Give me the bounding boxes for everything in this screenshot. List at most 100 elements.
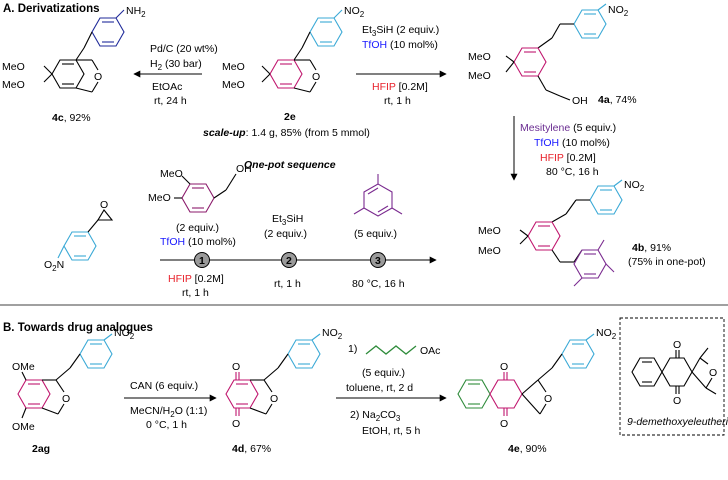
compound-4b-structure — [519, 179, 623, 287]
arrow-to-4c-conditions: Pd/C (20 wt%) H2 (30 bar) EtOAc rt, 24 h — [150, 43, 218, 107]
svg-text:MeO: MeO — [2, 79, 25, 91]
natural-product-box — [619, 317, 725, 436]
svg-text:NO2: NO2 — [114, 327, 135, 341]
svg-text:MeO: MeO — [160, 168, 183, 180]
svg-text:O: O — [232, 361, 240, 373]
compound-4b-label: 4b, 91% — [632, 242, 671, 254]
svg-text:NH2: NH2 — [126, 5, 146, 19]
svg-text:MeO: MeO — [478, 225, 501, 237]
svg-text:MeO: MeO — [222, 61, 245, 73]
svg-text:EtOH, rt, 5 h: EtOH, rt, 5 h — [362, 425, 421, 437]
reagent1-atom-labels: MeO MeO OH — [148, 163, 252, 204]
svg-text:2: 2 — [286, 255, 292, 267]
svg-text:EtOAc: EtOAc — [152, 81, 182, 93]
natural-product-structure — [631, 347, 717, 395]
svg-text:TfOH (10 mol%): TfOH (10 mol%) — [534, 137, 610, 149]
svg-text:MeCN/H2O (1:1): MeCN/H2O (1:1) — [130, 405, 207, 419]
svg-text:80 °C, 16 h: 80 °C, 16 h — [546, 166, 599, 178]
svg-text:H2 (30 bar): H2 (30 bar) — [150, 58, 202, 72]
svg-text:MeO: MeO — [468, 70, 491, 82]
svg-text:NO2: NO2 — [624, 179, 645, 193]
onepot-step2-conditions: Et3SiH (2 equiv.) rt, 1 h — [264, 213, 307, 290]
compound-4c-structure — [43, 9, 125, 93]
compound-4b-atom-labels: NO2 MeO MeO — [478, 179, 645, 257]
mesitylene-structure — [353, 174, 403, 217]
compound-4a-label: 4a, 74% — [598, 94, 637, 106]
svg-text:(5 equiv.): (5 equiv.) — [354, 228, 397, 240]
compound-2ag-structure — [17, 333, 113, 419]
svg-text:Pd/C (20 wt%): Pd/C (20 wt%) — [150, 43, 218, 55]
svg-text:rt, 1 h: rt, 1 h — [182, 287, 209, 299]
epoxide-structure — [57, 209, 114, 261]
section-a-header: A. Derivatizations — [3, 3, 100, 15]
svg-text:0 °C, 1 h: 0 °C, 1 h — [146, 419, 187, 431]
natural-product-name: 9-demethoxyeleutherin — [627, 416, 728, 428]
svg-text:1): 1) — [348, 343, 357, 355]
epoxide-atom-labels: O O2N — [44, 199, 108, 273]
compound-4a-structure — [505, 3, 607, 101]
svg-text:(2 equiv.): (2 equiv.) — [176, 222, 219, 234]
compound-4a-atom-labels: NO2 OH MeO MeO — [468, 4, 629, 107]
svg-text:rt, 24 h: rt, 24 h — [154, 95, 187, 107]
svg-text:CAN (6 equiv.): CAN (6 equiv.) — [130, 380, 198, 392]
svg-text:(2 equiv.): (2 equiv.) — [264, 228, 307, 240]
svg-text:MeO: MeO — [468, 51, 491, 63]
svg-text:NO2: NO2 — [596, 327, 617, 341]
step-circle-3: 3 — [370, 252, 386, 268]
svg-text:HFIP [0.2M]: HFIP [0.2M] — [168, 273, 224, 285]
svg-text:rt, 1 h: rt, 1 h — [384, 95, 411, 107]
step-circle-2: 2 — [281, 252, 297, 268]
svg-text:O: O — [673, 339, 681, 351]
svg-text:O: O — [94, 71, 102, 83]
reagent1-structure — [174, 173, 237, 213]
svg-text:OH: OH — [572, 95, 588, 107]
svg-text:TfOH (10 mol%): TfOH (10 mol%) — [362, 39, 438, 51]
svg-text:O: O — [312, 71, 320, 83]
natural-product-atom-labels: O O O — [673, 339, 717, 407]
arrow-to-4b-conditions: Mesitylene (5 equiv.) TfOH (10 mol%) HFI… — [520, 122, 616, 178]
onepot-step3-conditions: (5 equiv.) 80 °C, 16 h — [352, 228, 405, 290]
svg-text:NO2: NO2 — [608, 4, 629, 18]
svg-text:O: O — [232, 418, 240, 430]
svg-text:Et3SiH: Et3SiH — [272, 213, 303, 227]
svg-text:3: 3 — [375, 255, 381, 267]
svg-text:(5 equiv.): (5 equiv.) — [362, 367, 405, 379]
step-circle-1: 1 — [194, 252, 210, 268]
svg-text:80 °C, 16 h: 80 °C, 16 h — [352, 278, 405, 290]
svg-text:OMe: OMe — [12, 361, 35, 373]
svg-text:HFIP [0.2M]: HFIP [0.2M] — [540, 152, 596, 164]
svg-text:1: 1 — [199, 255, 205, 267]
onepot-title: One-pot sequence — [244, 159, 336, 171]
svg-text:toluene, rt, 2 d: toluene, rt, 2 d — [346, 382, 413, 394]
svg-text:OH: OH — [236, 163, 252, 175]
section-b-header: B. Towards drug analogues — [3, 322, 153, 334]
svg-text:MeO: MeO — [222, 79, 245, 91]
compound-2e-structure — [261, 9, 343, 93]
svg-text:OAc: OAc — [420, 345, 440, 357]
svg-text:O: O — [500, 418, 508, 430]
svg-text:rt, 1 h: rt, 1 h — [274, 278, 301, 290]
svg-text:O: O — [709, 367, 717, 379]
arrow-to-4a-conditions: Et3SiH (2 equiv.) TfOH (10 mol%) HFIP [0… — [362, 24, 439, 107]
compound-2e-label: 2e — [284, 111, 296, 123]
compound-4e-structure — [457, 333, 595, 416]
compound-2e-atom-labels: NO2 O MeO MeO — [222, 5, 365, 91]
svg-text:HFIP [0.2M]: HFIP [0.2M] — [372, 81, 428, 93]
svg-text:NO2: NO2 — [322, 327, 343, 341]
arrow-to-4e-conditions: 1) OAc (5 equiv.) toluene, rt, 2 d 2) Na… — [346, 343, 440, 437]
svg-text:MeO: MeO — [148, 192, 171, 204]
onepot-step1-conditions: (2 equiv.) TfOH (10 mol%) HFIP [0.2M] rt… — [160, 222, 236, 299]
compound-4e-label: 4e, 90% — [508, 443, 547, 455]
compound-4c-atom-labels: NH2 O MeO MeO — [2, 5, 146, 91]
compound-4b-onepot-yield: (75% in one-pot) — [628, 256, 706, 268]
svg-text:O: O — [270, 393, 278, 405]
svg-text:O2N: O2N — [44, 259, 64, 273]
svg-text:O: O — [673, 395, 681, 407]
svg-text:Mesitylene (5 equiv.): Mesitylene (5 equiv.) — [520, 122, 616, 134]
compound-4d-structure — [225, 333, 321, 416]
compound-4c-label: 4c, 92% — [52, 112, 91, 124]
compound-2ag-label: 2ag — [32, 443, 50, 455]
svg-text:MeO: MeO — [478, 245, 501, 257]
svg-text:TfOH (10 mol%): TfOH (10 mol%) — [160, 236, 236, 248]
